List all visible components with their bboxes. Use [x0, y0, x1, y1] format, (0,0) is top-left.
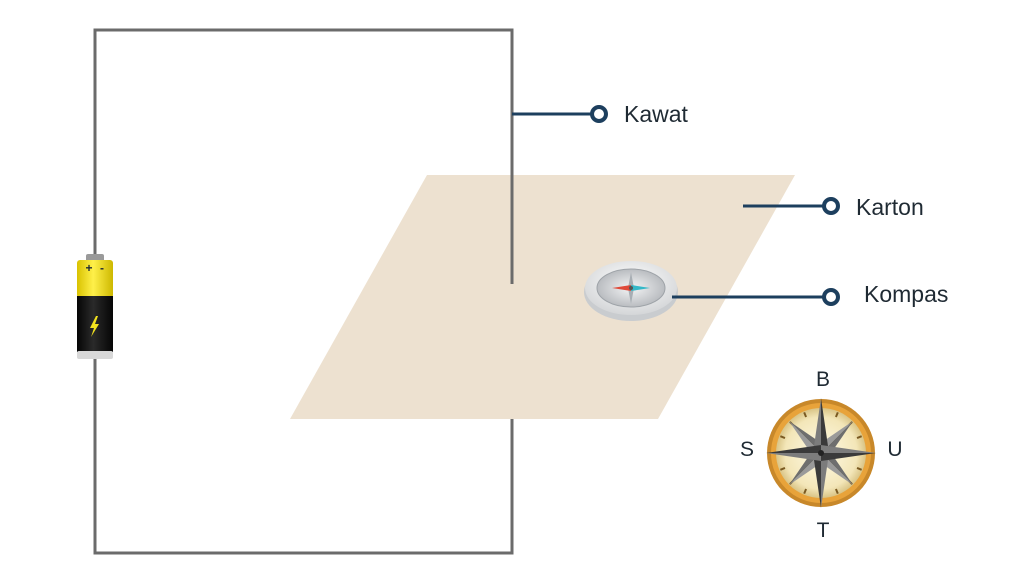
- rose-tick: [803, 411, 807, 418]
- cardboard-callout: Karton: [743, 194, 924, 220]
- battery-icon: + -: [77, 254, 113, 359]
- cardboard-sheet: [290, 175, 795, 419]
- rose-east-label: U: [887, 438, 902, 461]
- rose-west-label: S: [740, 438, 754, 461]
- compass-label: Kompas: [864, 281, 948, 307]
- compass-callout: Kompas: [672, 281, 948, 307]
- rose-tick: [835, 488, 839, 495]
- lightning-bolt-icon: [90, 316, 99, 337]
- rose-tick: [779, 467, 786, 471]
- cardboard-label: Karton: [856, 194, 924, 220]
- rose-tick: [835, 411, 839, 418]
- rose-tick: [803, 488, 807, 495]
- compass-rose-icon: [766, 398, 876, 508]
- rose-north-label: B: [816, 368, 830, 391]
- rose-tick: [856, 435, 863, 439]
- compass-icon: [584, 261, 678, 321]
- rose-tick: [856, 467, 863, 471]
- wire-callout: Kawat: [512, 101, 689, 127]
- battery-minus-sign: -: [100, 261, 104, 275]
- rose-tick: [779, 435, 786, 439]
- rose-south-label: T: [817, 519, 830, 542]
- circuit-wire: [93, 28, 514, 555]
- wire-label: Kawat: [624, 101, 689, 127]
- battery-plus-sign: +: [85, 261, 92, 275]
